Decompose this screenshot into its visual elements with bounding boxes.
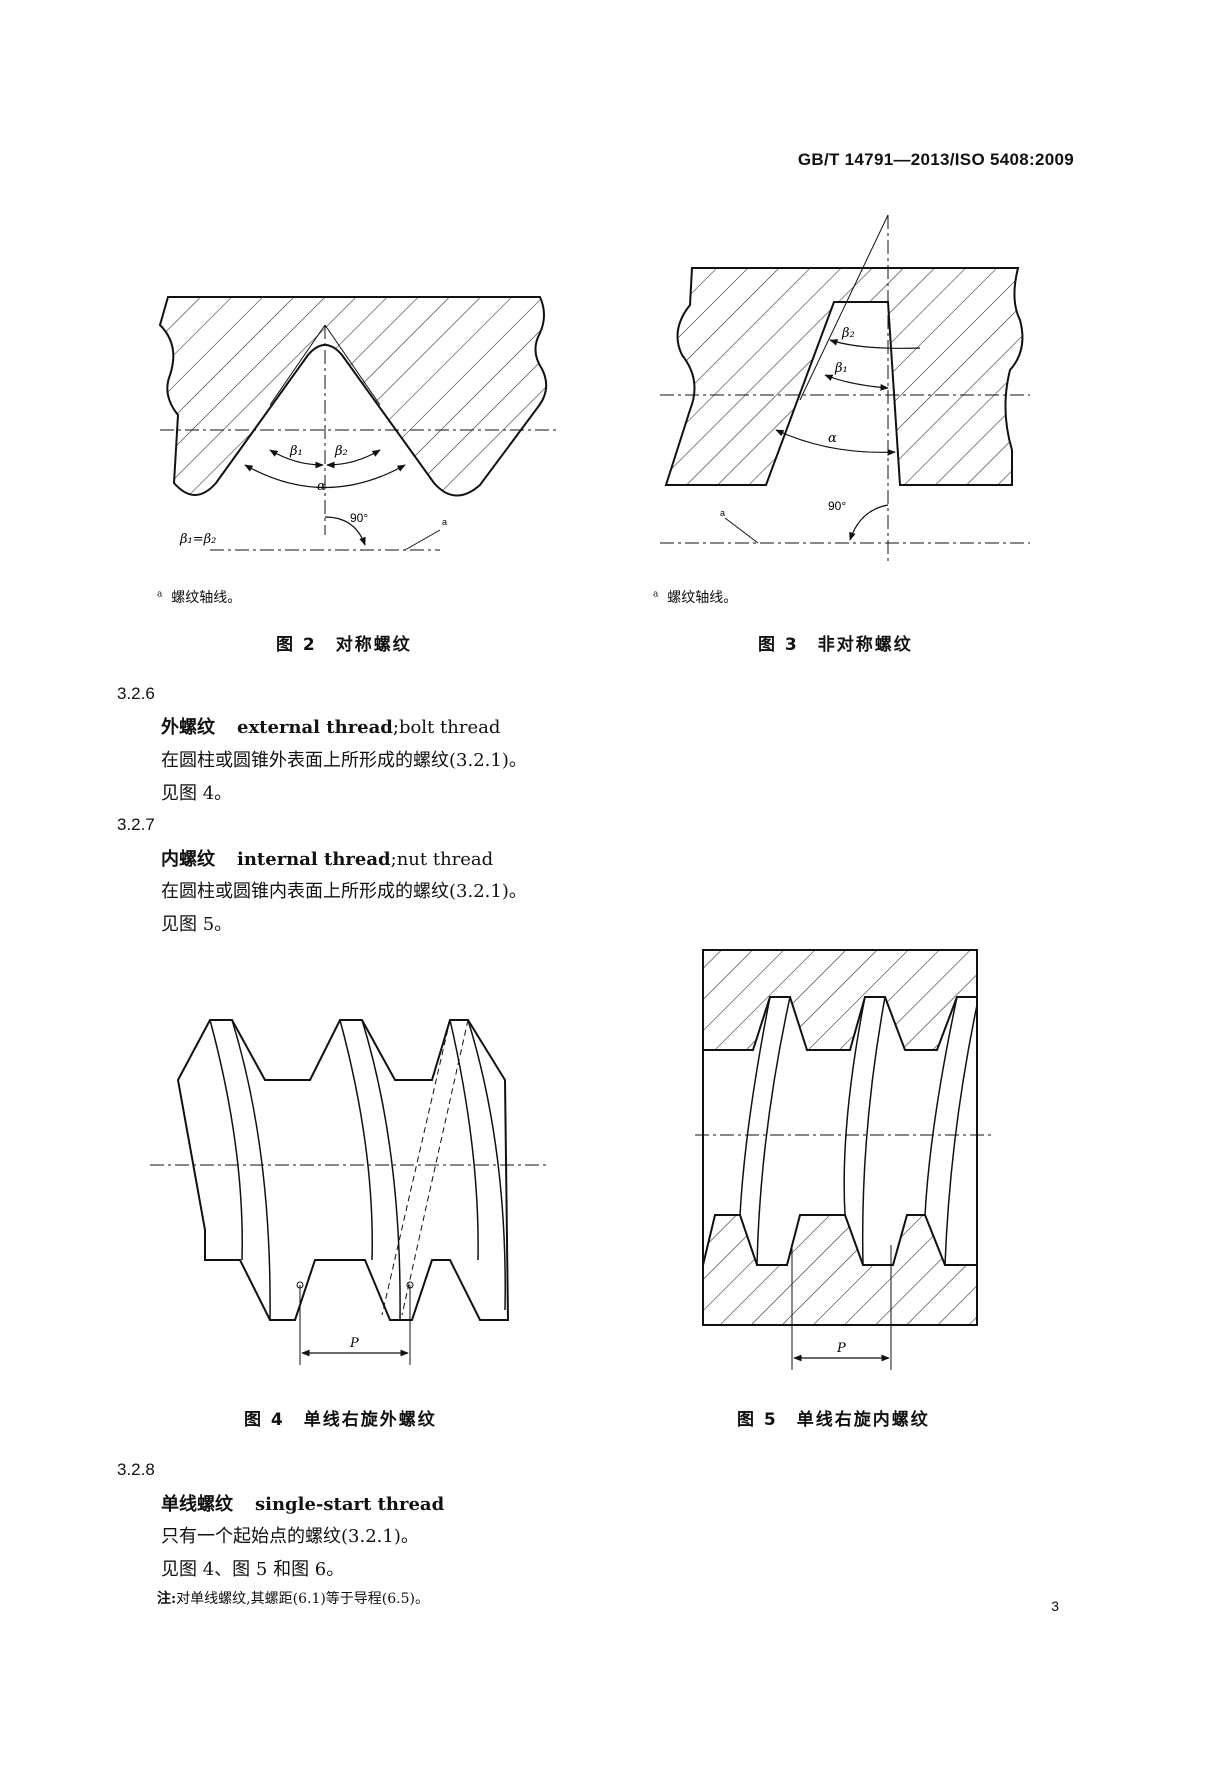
fig4-thread-outline bbox=[176, 1019, 510, 1321]
fig2-label-90: 90° bbox=[350, 511, 368, 525]
section-number-3-2-6: 3.2.6 bbox=[117, 684, 155, 703]
fig3-hatched-profile bbox=[664, 267, 1024, 486]
figure-5-internal-thread: P bbox=[695, 949, 995, 1370]
fig2-label-alpha: α bbox=[317, 479, 326, 494]
see-figure-3-2-8: 见图 4、图 5 和图 6。 bbox=[161, 1559, 345, 1580]
fig5-thread-cavity bbox=[702, 996, 978, 1266]
fig3-axis-mark: a bbox=[720, 508, 725, 518]
fig5-label-pitch: P bbox=[836, 1341, 846, 1356]
fig4-label-pitch: P bbox=[349, 1336, 359, 1351]
fig3-label-beta1: β₁ bbox=[834, 361, 848, 376]
section-number-3-2-7: 3.2.7 bbox=[117, 815, 155, 834]
fig2-label-equal: β₁=β₂ bbox=[179, 532, 216, 547]
figure-4-external-thread: P bbox=[150, 1019, 550, 1365]
fig2-note: a 螺纹轴线。 bbox=[157, 589, 242, 606]
section-number-3-2-8: 3.2.8 bbox=[117, 1460, 155, 1479]
fig2-caption: 图 2 对称螺纹 bbox=[276, 635, 412, 655]
see-figure-3-2-6: 见图 4。 bbox=[161, 783, 233, 804]
figure-2-symmetric-thread: β₁ β₂ α 90° β₁=β₂ a bbox=[158, 296, 560, 551]
fig3-label-alpha: α bbox=[828, 431, 837, 446]
see-figure-3-2-7: 见图 5。 bbox=[161, 914, 233, 935]
figure-3-asymmetric-thread: β₂ β₁ α 90° a bbox=[660, 214, 1030, 565]
definition-3-2-7: 在圆柱或圆锥内表面上所形成的螺纹(3.2.1)。 bbox=[161, 881, 527, 902]
fig3-label-90: 90° bbox=[828, 499, 846, 513]
fig5-caption: 图 5 单线右旋内螺纹 bbox=[737, 1410, 930, 1430]
fig2-label-beta1: β₁ bbox=[289, 444, 303, 459]
fig3-caption: 图 3 非对称螺纹 bbox=[758, 635, 913, 655]
fig2-label-beta2: β₂ bbox=[334, 444, 348, 459]
fig2-axis-mark: a bbox=[442, 517, 447, 527]
definition-3-2-8: 只有一个起始点的螺纹(3.2.1)。 bbox=[161, 1526, 419, 1547]
page-number: 3 bbox=[1051, 1598, 1059, 1614]
definition-3-2-6: 在圆柱或圆锥外表面上所形成的螺纹(3.2.1)。 bbox=[161, 750, 527, 771]
fig3-note: a 螺纹轴线。 bbox=[653, 589, 738, 606]
fig3-label-beta2: β₂ bbox=[841, 326, 855, 341]
note-3-2-8: 注:对单线螺纹,其螺距(6.1)等于导程(6.5)。 bbox=[157, 1591, 429, 1607]
fig2-hatched-profile bbox=[158, 296, 548, 497]
fig4-caption: 图 4 单线右旋外螺纹 bbox=[244, 1410, 437, 1430]
standard-header: GB/T 14791—2013/ISO 5408:2009 bbox=[797, 150, 1074, 169]
